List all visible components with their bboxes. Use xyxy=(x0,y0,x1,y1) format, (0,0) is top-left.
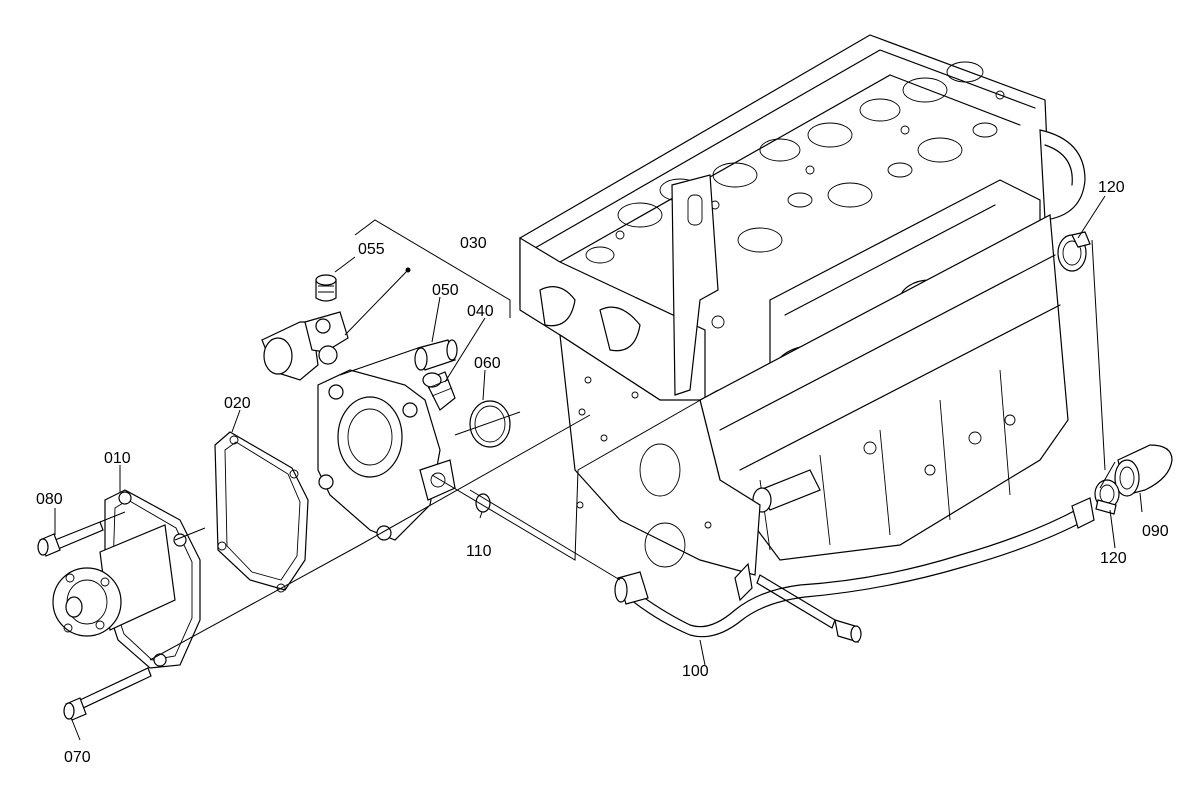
callout-020: 020 xyxy=(224,395,251,412)
hose-090 xyxy=(1114,444,1173,497)
bolt-080 xyxy=(37,521,104,557)
callout-040: 040 xyxy=(467,303,494,320)
water-pump-010 xyxy=(52,489,201,669)
bolt-070 xyxy=(63,667,152,721)
callout-120-bottom: 120 xyxy=(1100,550,1127,567)
callout-055: 055 xyxy=(358,241,385,258)
plug-055 xyxy=(315,274,337,302)
hose-clamp-120-top xyxy=(1057,231,1091,272)
nipple-040 xyxy=(422,371,456,411)
callout-050: 050 xyxy=(432,282,459,299)
callout-leaders xyxy=(54,195,1143,741)
callout-120-top: 120 xyxy=(1098,179,1125,196)
assembly-lines xyxy=(99,239,1116,661)
pump-cover xyxy=(317,369,456,541)
gasket-020 xyxy=(214,431,309,593)
o-ring-110 xyxy=(475,493,491,513)
callout-090: 090 xyxy=(1142,523,1169,540)
water-pipe-100 xyxy=(614,497,1095,638)
callout-030: 030 xyxy=(460,235,487,252)
hose-clamp-120-bottom xyxy=(1094,479,1120,515)
callout-080: 080 xyxy=(36,491,63,508)
callout-100: 100 xyxy=(682,663,709,680)
callout-labels: 010 020 030 040 050 055 060 070 080 090 … xyxy=(36,179,1169,766)
assembly-bracket-030 xyxy=(354,219,511,318)
callout-070: 070 xyxy=(64,749,91,766)
pipe-fitting-050 xyxy=(414,339,458,371)
callout-110: 110 xyxy=(466,543,492,560)
engine-block xyxy=(519,34,1086,576)
o-ring-060 xyxy=(469,400,511,448)
callout-010: 010 xyxy=(104,450,131,467)
thermostat-housing xyxy=(261,311,349,381)
bolt-pipe-bracket xyxy=(756,574,862,643)
callout-060: 060 xyxy=(474,355,501,372)
